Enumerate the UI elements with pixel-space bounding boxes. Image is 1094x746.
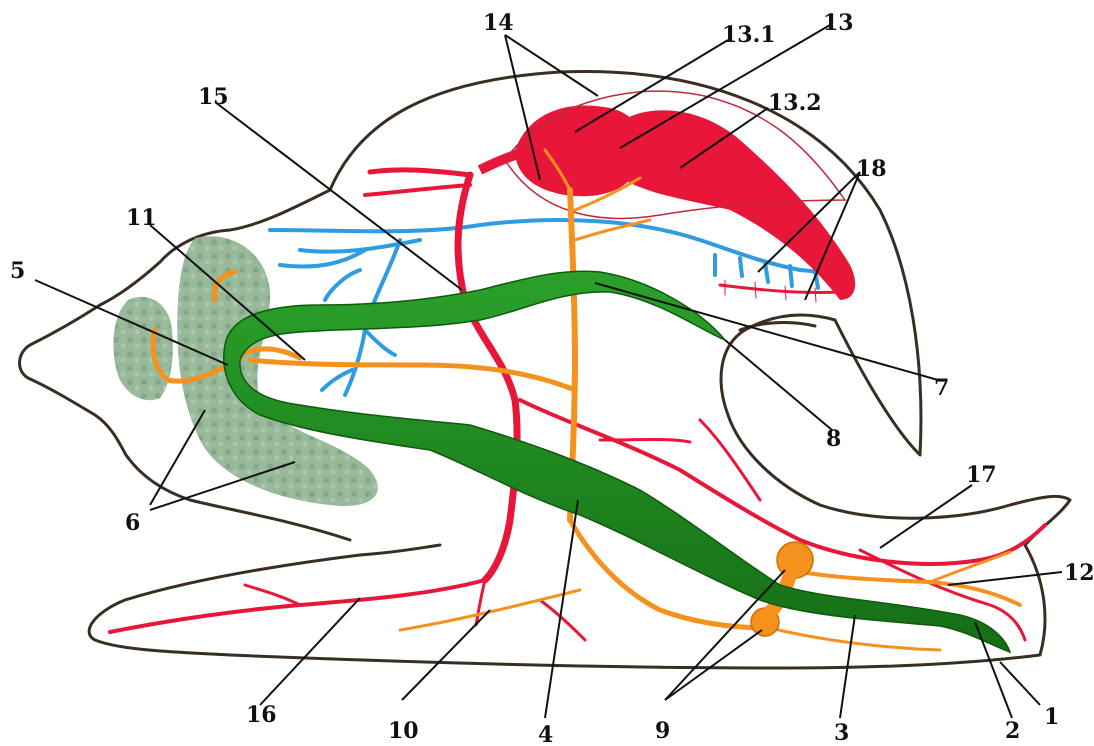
label-5: 5 <box>10 258 25 284</box>
nervous-system <box>153 150 1020 650</box>
label-8: 8 <box>826 426 841 452</box>
label-7: 7 <box>934 375 949 401</box>
label-3: 3 <box>834 720 849 746</box>
label-11: 11 <box>126 205 157 231</box>
label-13: 13 <box>823 10 854 36</box>
label-10: 10 <box>388 718 419 744</box>
hepatopancreas <box>113 236 377 506</box>
label-16: 16 <box>246 702 277 728</box>
label-12: 12 <box>1064 560 1094 586</box>
label-14: 14 <box>483 10 514 36</box>
label-6: 6 <box>125 510 140 536</box>
label-4: 4 <box>538 722 553 746</box>
label-13-1: 13.1 <box>722 22 776 48</box>
label-17: 17 <box>966 462 997 488</box>
label-13-2: 13.2 <box>768 90 822 116</box>
label-18: 18 <box>856 156 887 182</box>
label-1: 1 <box>1044 704 1059 730</box>
label-15: 15 <box>198 84 229 110</box>
label-9: 9 <box>655 718 670 744</box>
label-2: 2 <box>1005 718 1020 744</box>
